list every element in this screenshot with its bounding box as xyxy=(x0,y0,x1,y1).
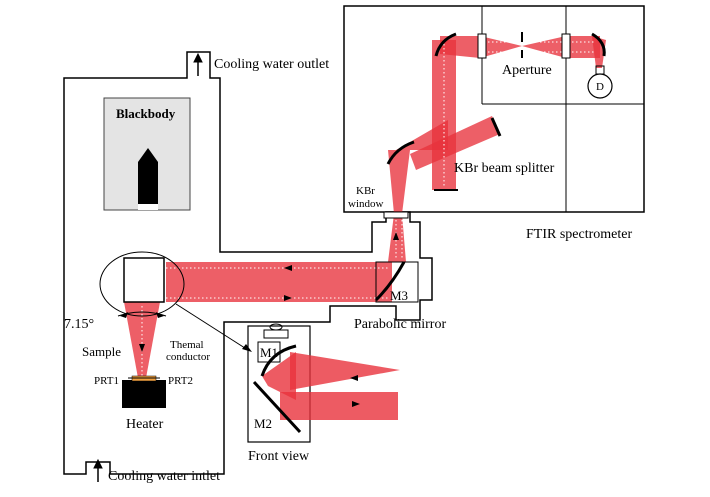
ftir-box xyxy=(343,5,645,213)
angle-arc xyxy=(117,311,167,317)
front-view-inset xyxy=(247,323,400,443)
label-front-view: Front view xyxy=(248,449,310,464)
label-prt2: PRT2 xyxy=(168,375,193,387)
heater-block xyxy=(122,380,166,408)
kbr-window xyxy=(383,211,409,219)
label-kbr-window-2: window xyxy=(348,198,384,210)
zoom-circle xyxy=(99,251,185,317)
heater-assembly xyxy=(122,375,166,408)
label-angle: 7.15° xyxy=(64,317,94,332)
label-thermal-1: Themal xyxy=(170,339,204,351)
parabolic-mirror-m3 xyxy=(374,261,419,303)
front-beam-down xyxy=(262,352,296,400)
beam-diagonal-arm xyxy=(410,116,500,170)
beam-window-to-mirror xyxy=(388,150,410,214)
m1-surface xyxy=(260,344,297,377)
beam-sample-up xyxy=(124,302,160,378)
label-heater: Heater xyxy=(126,417,164,432)
adjust-knob-icon xyxy=(269,323,283,331)
label-m3: M3 xyxy=(390,288,408,303)
label-aperture: Aperture xyxy=(502,63,552,78)
optical-beams xyxy=(124,36,606,378)
m2-surface xyxy=(252,380,302,434)
ftir-mirror-upper xyxy=(434,32,457,57)
label-detector: D xyxy=(596,81,604,93)
front-beam-upper xyxy=(290,352,400,390)
ftir-mirror-right xyxy=(591,32,606,57)
label-beam-splitter: KBr beam splitter xyxy=(454,161,555,176)
blackbody-cavity-icon xyxy=(138,148,158,206)
chamber-outline xyxy=(63,51,433,475)
label-m1: M1 xyxy=(260,345,278,360)
label-blackbody: Blackbody xyxy=(116,106,176,121)
ftir-spectrometer xyxy=(343,5,645,213)
label-m2: M2 xyxy=(254,416,272,431)
lens-2 xyxy=(561,33,571,59)
label-prt1: PRT1 xyxy=(94,375,119,387)
beam-top-right xyxy=(522,36,600,58)
label-cooling-outlet: Cooling water outlet xyxy=(214,57,329,72)
ftir-mirror-lower xyxy=(386,140,415,165)
lens-1 xyxy=(477,33,487,59)
beam-main-horizontal xyxy=(166,262,392,302)
label-sample: Sample xyxy=(82,344,121,359)
label-parabolic-mirror: Parabolic mirror xyxy=(354,317,446,332)
m3-mirror-surface xyxy=(374,261,406,302)
movable-mirror xyxy=(490,117,502,137)
blackbody xyxy=(103,97,191,211)
sample-view-port xyxy=(123,257,165,303)
ftir-optics xyxy=(386,32,606,191)
cooling-arrows xyxy=(93,52,203,482)
detector-icon xyxy=(587,73,613,99)
label-kbr-window-1: KBr xyxy=(356,185,375,197)
beam-vertical-arm xyxy=(432,40,456,190)
label-ftir: FTIR spectrometer xyxy=(526,227,632,242)
label-thermal-2: conductor xyxy=(166,351,210,363)
zoom-arrow-line xyxy=(175,303,249,351)
zoom-arrow-head xyxy=(242,344,252,352)
detector xyxy=(587,65,613,99)
label-cooling-inlet: Cooling water intlet xyxy=(108,469,220,484)
front-beam-lower xyxy=(280,392,398,420)
beam-arrows xyxy=(139,232,399,352)
